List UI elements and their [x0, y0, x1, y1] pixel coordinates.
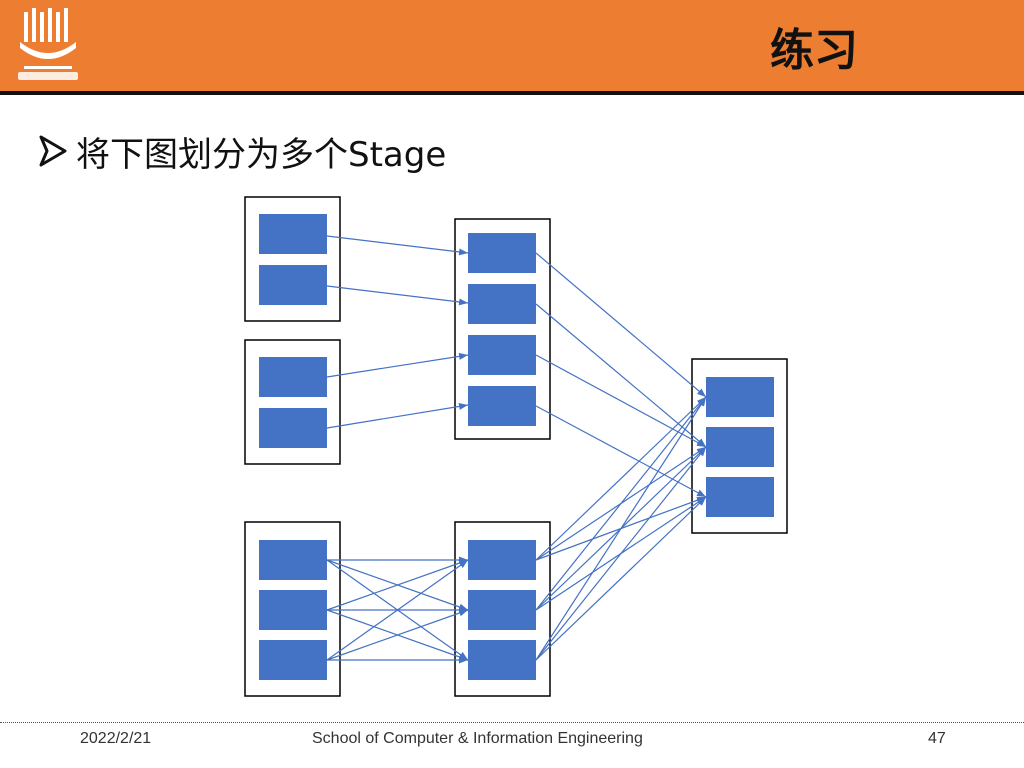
dependency-arrow — [326, 285, 469, 306]
dependency-arrow — [326, 609, 469, 661]
bullet-text: 将下图划分为多个Stage — [76, 134, 447, 175]
partition — [259, 265, 327, 305]
dependency-arrow — [326, 352, 469, 378]
partition — [259, 214, 327, 254]
dependency-arrow — [326, 402, 469, 429]
partition — [468, 284, 536, 324]
dependency-arrow — [535, 396, 707, 661]
dependency-arrow — [535, 405, 707, 498]
footer-divider — [0, 722, 1024, 723]
dependency-arrow — [326, 559, 469, 661]
partition — [259, 640, 327, 680]
footer-school: School of Computer & Information Enginee… — [312, 730, 643, 747]
partition — [468, 640, 536, 680]
dependency-arrows — [326, 235, 707, 664]
partition — [259, 590, 327, 630]
partition — [259, 357, 327, 397]
partition — [706, 477, 774, 517]
dependency-arrow — [535, 446, 707, 661]
dependency-arrow — [535, 396, 707, 561]
footer-page-number: 47 — [928, 730, 946, 747]
partition — [468, 386, 536, 426]
slide-title: 练习 — [770, 24, 858, 76]
dependency-arrow — [326, 235, 469, 256]
bullet-line: 将下图划分为多个Stage — [38, 126, 446, 176]
partition — [706, 427, 774, 467]
footer-date: 2022/2/21 — [80, 730, 152, 747]
arrowhead-bullet-icon — [39, 135, 67, 167]
dependency-arrow — [326, 559, 469, 611]
dependency-arrow — [535, 303, 707, 448]
header-bar: 练习 — [0, 0, 1024, 95]
partition — [468, 540, 536, 580]
university-logo-icon — [18, 8, 78, 80]
dependency-arrow — [535, 496, 707, 661]
partition — [259, 540, 327, 580]
dependency-arrow — [535, 396, 707, 611]
partition — [468, 233, 536, 273]
dependency-arrow — [535, 354, 707, 448]
partition — [259, 408, 327, 448]
partitions — [259, 214, 774, 680]
partition — [468, 590, 536, 630]
partition — [706, 377, 774, 417]
partition — [468, 335, 536, 375]
dependency-arrow — [535, 252, 707, 398]
